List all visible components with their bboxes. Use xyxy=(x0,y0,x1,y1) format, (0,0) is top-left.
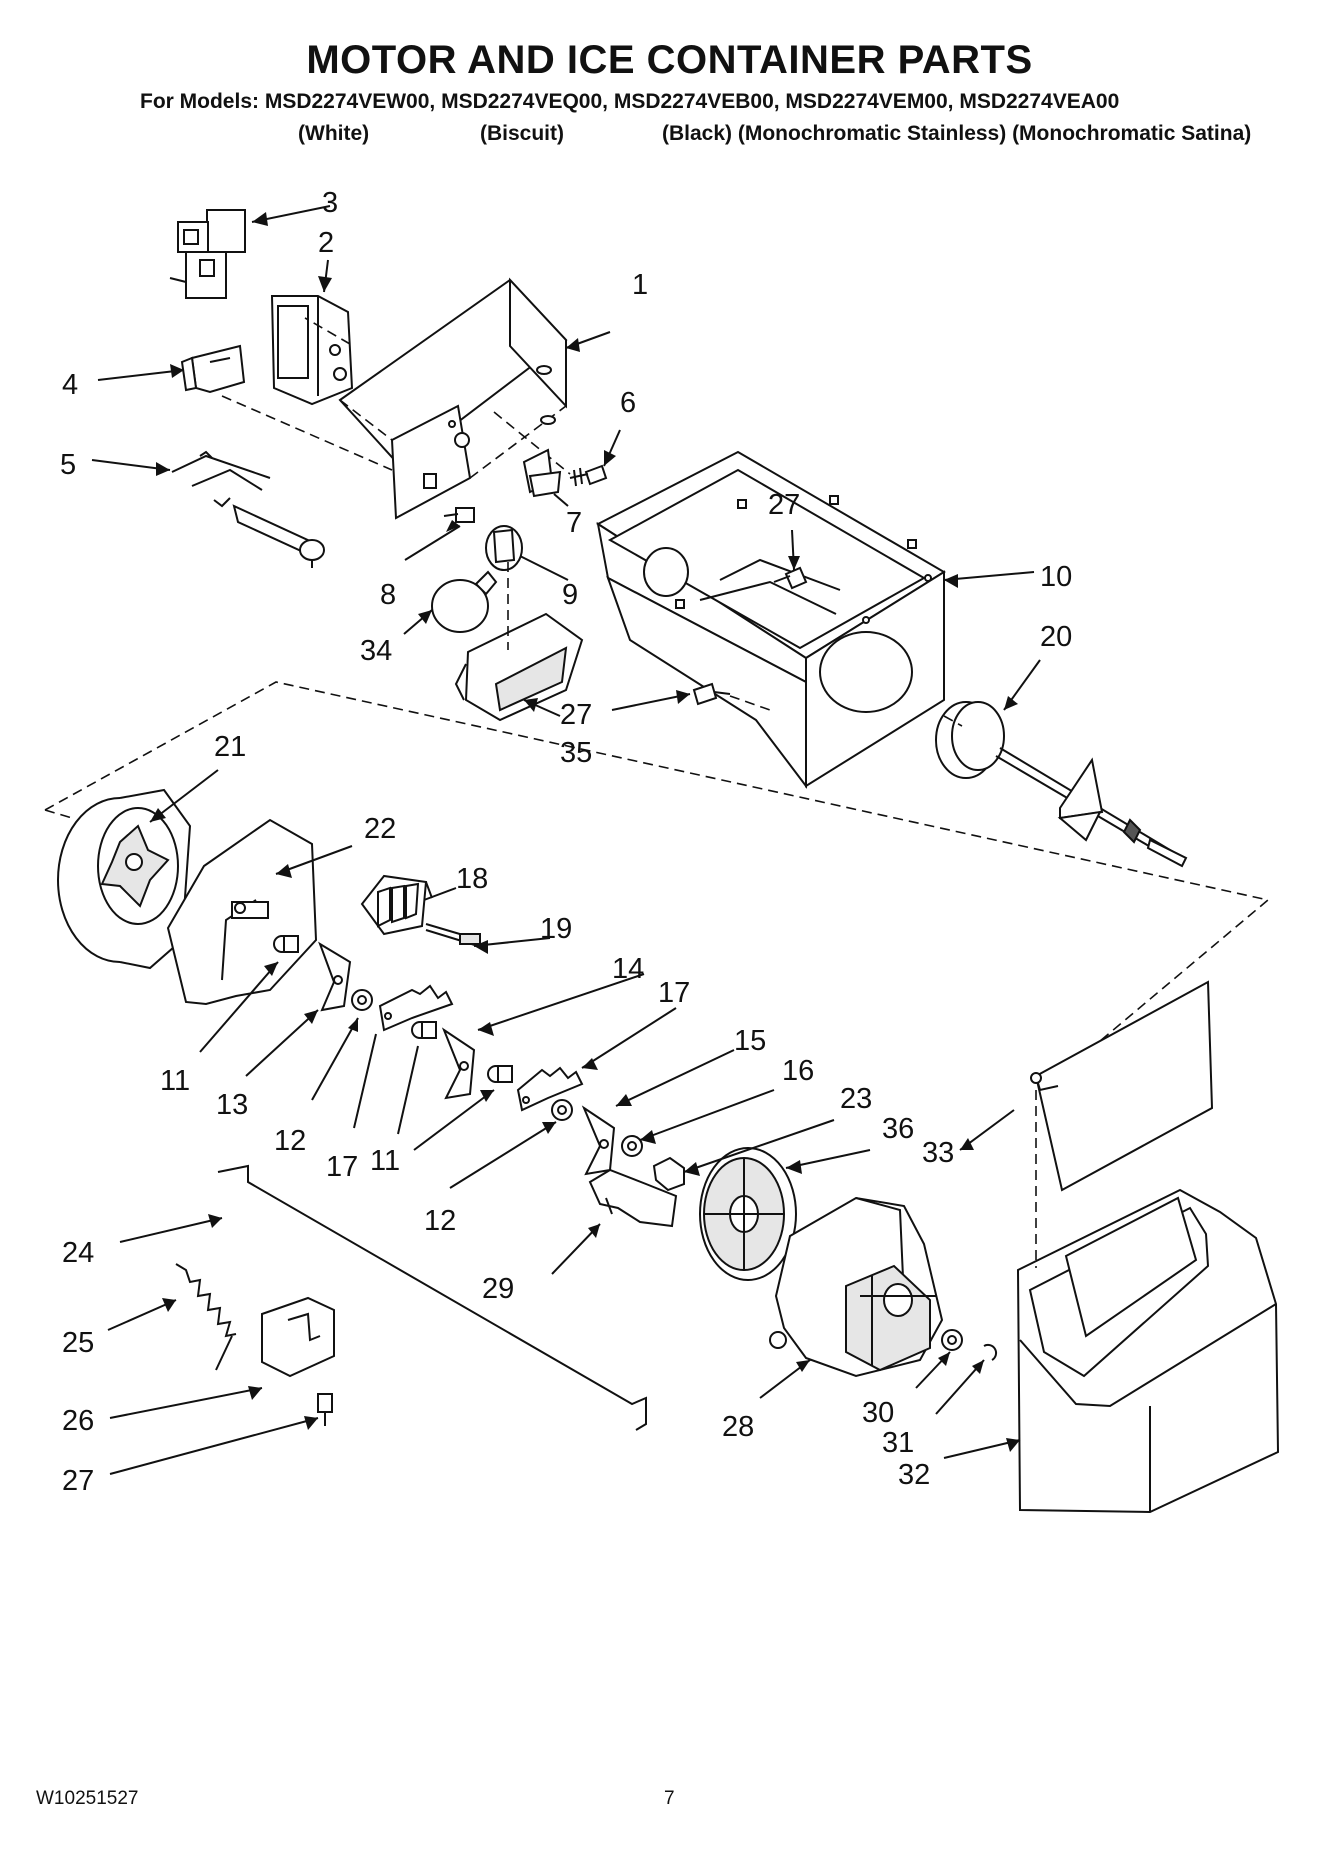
callout-14: 14 xyxy=(612,953,644,985)
callout-28: 28 xyxy=(722,1411,754,1443)
callout-30: 30 xyxy=(862,1397,894,1429)
part-screw-27a xyxy=(773,566,808,590)
part-motor-switch xyxy=(270,295,354,406)
part-motor-cover xyxy=(338,277,568,520)
callout-18: 18 xyxy=(456,863,488,895)
part-blade-17b xyxy=(516,1066,584,1112)
callout-12a: 12 xyxy=(274,1125,306,1157)
part-solenoid xyxy=(169,209,246,299)
part-rod-24 xyxy=(217,1164,647,1431)
part-bracket xyxy=(180,344,246,394)
part-gear-plate xyxy=(699,1147,797,1281)
callout-11a: 11 xyxy=(160,1065,190,1097)
page-number: 7 xyxy=(664,1788,675,1809)
part-washer-12a xyxy=(351,989,373,1011)
callout-27b: 27 xyxy=(560,699,592,731)
part-blade-14 xyxy=(441,1027,476,1100)
part-light-harness xyxy=(171,450,325,568)
callout-29: 29 xyxy=(482,1273,514,1305)
color-other: (Black) (Monochromatic Stainless) (Monoc… xyxy=(662,122,1252,145)
part-spacer-11a xyxy=(273,935,299,953)
part-light-bulb xyxy=(431,570,498,633)
part-screw-27c xyxy=(317,1393,333,1426)
models-line: For Models: MSD2274VEW00, MSD2274VEQ00, … xyxy=(140,90,1120,113)
callout-17b: 17 xyxy=(326,1151,358,1183)
color-biscuit: (Biscuit) xyxy=(480,122,564,145)
part-shaft-19 xyxy=(425,923,481,947)
callout-27c: 27 xyxy=(62,1465,94,1497)
part-ice-chute-plate xyxy=(166,818,318,1006)
part-ice-container xyxy=(596,450,946,789)
part-crusher-drum xyxy=(57,788,192,970)
part-washer-30 xyxy=(941,1329,963,1351)
callout-8: 8 xyxy=(380,579,396,611)
part-spring xyxy=(175,1263,237,1371)
callout-7: 7 xyxy=(566,507,582,539)
doc-number: W10251527 xyxy=(36,1788,139,1809)
callout-31: 31 xyxy=(882,1427,914,1459)
callout-27a: 27 xyxy=(768,489,800,521)
part-blade-13 xyxy=(318,941,352,1012)
callout-34: 34 xyxy=(360,635,392,667)
callout-20: 20 xyxy=(1040,621,1072,653)
callout-23: 23 xyxy=(840,1083,872,1115)
part-light-socket xyxy=(485,525,523,571)
part-coupling-nut xyxy=(652,1156,685,1192)
color-white: (White) xyxy=(298,122,370,145)
callout-6: 6 xyxy=(620,387,636,419)
callout-33: 33 xyxy=(922,1137,954,1169)
part-auger xyxy=(935,701,1188,868)
callout-13: 13 xyxy=(216,1089,248,1121)
callout-21: 21 xyxy=(214,731,246,763)
callout-12b: 12 xyxy=(424,1205,456,1237)
callout-11b: 11 xyxy=(370,1145,400,1177)
part-ice-chute-housing xyxy=(1016,1188,1280,1514)
callout-24: 24 xyxy=(62,1237,94,1269)
part-screw-27b xyxy=(692,682,771,711)
part-light-shield xyxy=(454,562,584,722)
callout-5: 5 xyxy=(60,449,76,481)
callout-35: 35 xyxy=(560,737,592,769)
callout-25: 25 xyxy=(62,1327,94,1359)
callout-22: 22 xyxy=(364,813,396,845)
callout-26: 26 xyxy=(62,1405,94,1437)
callout-17a: 17 xyxy=(658,977,690,1009)
callout-32: 32 xyxy=(898,1459,930,1491)
callout-16: 16 xyxy=(782,1055,814,1087)
callout-10: 10 xyxy=(1040,561,1072,593)
part-crusher-blade xyxy=(360,874,433,936)
part-blade-17a xyxy=(378,984,454,1032)
callout-3: 3 xyxy=(322,187,338,219)
part-door-flap xyxy=(1030,980,1214,1192)
callout-19: 19 xyxy=(540,913,572,945)
callout-4: 4 xyxy=(62,369,78,401)
part-spacer-11b xyxy=(411,1021,437,1039)
part-clip xyxy=(522,448,562,498)
callout-1: 1 xyxy=(632,269,648,301)
part-spacer-11c xyxy=(487,1065,513,1083)
callout-numbers: 1 2 3 4 5 6 7 8 9 10 11 11 12 12 13 14 1… xyxy=(60,187,1072,1497)
part-screw-6 xyxy=(569,464,608,487)
callout-15: 15 xyxy=(734,1025,766,1057)
part-blade-15 xyxy=(581,1105,616,1176)
callout-2: 2 xyxy=(318,227,334,259)
part-motor-housing xyxy=(769,1196,944,1378)
part-bracket-26 xyxy=(261,1296,335,1378)
assembly-outline xyxy=(44,681,1270,1074)
part-washer-12b xyxy=(551,1099,573,1121)
callout-36: 36 xyxy=(882,1113,914,1145)
part-screw-8 xyxy=(443,507,475,523)
leader-arrowheads xyxy=(150,212,1020,1452)
page-title: MOTOR AND ICE CONTAINER PARTS xyxy=(306,38,1033,82)
part-washer-16 xyxy=(621,1135,643,1157)
callout-9: 9 xyxy=(562,579,578,611)
part-clip-31 xyxy=(983,1343,998,1361)
part-bracket-29 xyxy=(588,1168,678,1228)
